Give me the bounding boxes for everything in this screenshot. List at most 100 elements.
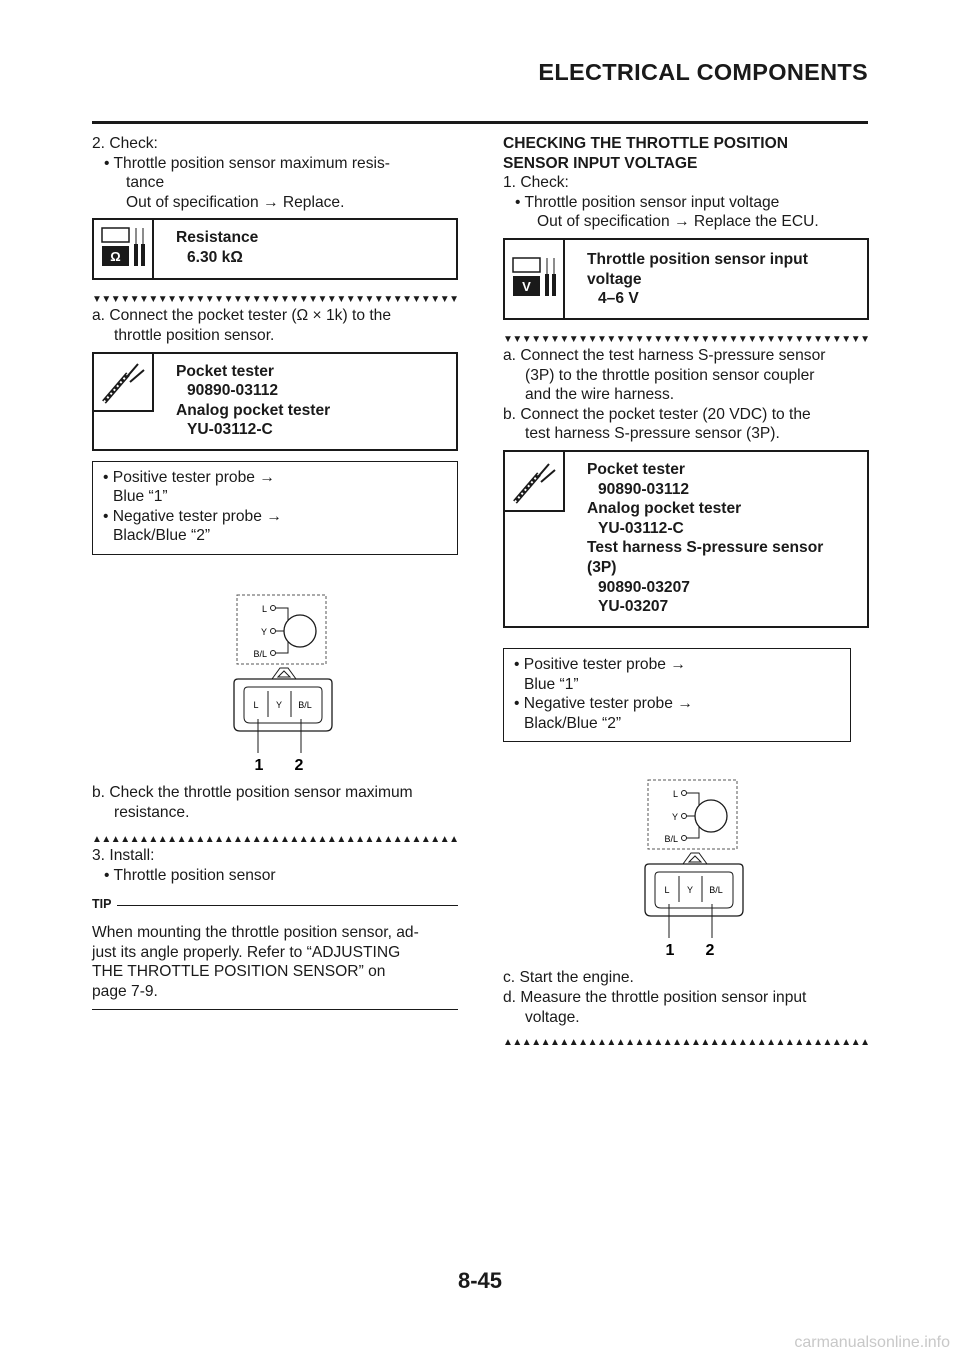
step-c-line1: c. Start the engine. (503, 969, 634, 987)
step-2-bullet-cont: tance (126, 174, 165, 192)
step-label: Check: (520, 174, 569, 192)
spec-value: 4–6 V (598, 290, 639, 308)
step-a-line2: throttle position sensor. (114, 326, 275, 344)
tool-number: YU-03112-C (187, 421, 273, 439)
section-title: CHECKING THE THROTTLE POSITION (503, 135, 789, 152)
header-divider (92, 121, 868, 124)
step-1-bullet: • Throttle position sensor input voltage (515, 193, 780, 211)
svg-text:V: V (522, 279, 531, 294)
step-a-line2: (3P) to the throttle position sensor cou… (525, 366, 815, 384)
tool-box-pocket-tester: Pocket tester 90890-03112 Analog pocket … (92, 351, 458, 451)
spec-label: Resistance (176, 229, 259, 247)
tool-name: Pocket tester (587, 460, 685, 478)
wire-label: L (673, 789, 678, 799)
tool-name: Pocket tester (176, 362, 274, 380)
tool-name: Analog pocket tester (176, 401, 331, 419)
tool-box-pocket-tester: Pocket tester 90890-03112 Analog pocket … (503, 449, 869, 628)
negative-probe: • Negative tester probe → (514, 695, 693, 713)
page-number: 8-45 (457, 1268, 503, 1293)
procedure-start-marker: ▼▼▼▼▼▼▼▼▼▼▼▼▼▼▼▼▼▼▼▼▼▼▼▼▼▼▼▼▼▼▼▼▼▼▼▼▼▼▼▼ (503, 333, 869, 345)
page-header-title: ELECTRICAL COMPONENTS (538, 59, 868, 85)
procedure-end-marker: ▲▲▲▲▲▲▲▲▲▲▲▲▲▲▲▲▲▲▲▲▲▲▲▲▲▲▲▲▲▲▲▲▲▲▲▲▲▲▲▲ (92, 834, 458, 846)
wire-label: L (262, 604, 267, 614)
step-number: 1. (503, 174, 517, 192)
tool-name: Analog pocket tester (587, 500, 742, 518)
negative-probe-color: Black/Blue “2” (113, 527, 211, 545)
section-title: SENSOR INPUT VOLTAGE (503, 154, 698, 172)
step-b-line2: test harness S-pressure sensor (3P). (525, 425, 780, 443)
callout-2: 2 (295, 757, 304, 773)
tool-number: 90890-03112 (598, 480, 690, 498)
tip-text: THE THROTTLE POSITION SENSOR” on (92, 963, 386, 981)
tool-name: Test harness S-pressure sensor (587, 539, 824, 557)
probe-note-box: • Positive tester probe → Blue “1” • Neg… (503, 647, 851, 743)
sensor-coupler-diagram: L Y B/L L Y B/L 1 2 (503, 748, 869, 959)
step-a-line1: a. Connect the test harness S-pressure s… (503, 346, 826, 364)
step-1-action: Out of specification → Replace the ECU. (537, 213, 819, 231)
tool-number: 90890-03207 (598, 578, 690, 596)
spec-label: voltage (587, 270, 642, 288)
tool-number: YU-03112-C (598, 519, 684, 537)
step-label: Check: (109, 135, 158, 152)
multimeter-icon: Ω (94, 220, 154, 279)
wrench-icon (94, 353, 154, 412)
tip-text: When mounting the throttle position sens… (92, 923, 419, 941)
step-2: 2. Check: (92, 134, 458, 154)
positive-probe: • Positive tester probe → (103, 468, 275, 486)
step-d-line2: voltage. (525, 1008, 580, 1026)
tip-heading: TIP (92, 895, 458, 915)
negative-probe: • Negative tester probe → (103, 507, 282, 525)
right-column: CHECKING THE THROTTLE POSITION SENSOR IN… (503, 134, 869, 1049)
tip-label: TIP (92, 897, 112, 912)
wire-label: Y (672, 812, 678, 822)
pin-label: L (253, 700, 258, 710)
watermark: carmanualsonline.info (794, 1334, 950, 1351)
spec-label: Throttle position sensor input (587, 250, 808, 268)
negative-probe-color: Black/Blue “2” (524, 714, 622, 732)
callout-2: 2 (706, 942, 715, 958)
tip-text: page 7-9. (92, 982, 158, 1000)
wrench-icon (505, 451, 565, 512)
procedure-start-marker: ▼▼▼▼▼▼▼▼▼▼▼▼▼▼▼▼▼▼▼▼▼▼▼▼▼▼▼▼▼▼▼▼▼▼▼▼▼▼▼▼ (92, 294, 458, 306)
tool-name-cont: (3P) (587, 558, 617, 576)
step-number: 2. (92, 135, 106, 152)
step-label: Install: (109, 847, 155, 865)
step-2-bullet: • Throttle position sensor maximum resis… (104, 154, 390, 172)
step-a-line3: and the wire harness. (525, 386, 675, 404)
pin-label: B/L (709, 885, 723, 895)
step-3: 3. Install: (92, 846, 458, 866)
tool-number: YU-03207 (598, 598, 669, 616)
step-2-action: Out of specification → Replace. (126, 193, 345, 211)
positive-probe-color: Blue “1” (113, 488, 168, 506)
wire-label: B/L (664, 834, 678, 844)
wire-label: Y (261, 627, 267, 637)
callout-1: 1 (255, 757, 264, 773)
step-3-bullet: • Throttle position sensor (104, 866, 276, 884)
multimeter-icon: V (505, 239, 565, 318)
tip-text: just its angle properly. Refer to “ADJUS… (92, 943, 401, 961)
step-b-line2: resistance. (114, 803, 190, 821)
pin-label: Y (687, 885, 693, 895)
step-b-line1: b. Check the throttle position sensor ma… (92, 783, 413, 801)
left-column: 2. Check: • Throttle position sensor max… (92, 134, 458, 1011)
pin-label: B/L (298, 700, 312, 710)
svg-text:Ω: Ω (110, 249, 120, 264)
step-a-line1: a. Connect the pocket tester (Ω × 1k) to… (92, 307, 391, 325)
probe-note-box: • Positive tester probe → Blue “1” • Neg… (92, 460, 458, 555)
step-number: 3. (92, 847, 106, 865)
tool-number: 90890-03112 (187, 382, 279, 400)
spec-value: 6.30 kΩ (187, 248, 243, 266)
tip-end-rule (92, 1009, 458, 1011)
procedure-end-marker: ▲▲▲▲▲▲▲▲▲▲▲▲▲▲▲▲▲▲▲▲▲▲▲▲▲▲▲▲▲▲▲▲▲▲▲▲▲▲▲▲ (503, 1037, 869, 1049)
spec-box-resistance: Ω Resistance 6.30 kΩ (92, 218, 458, 281)
positive-probe: • Positive tester probe → (514, 655, 686, 673)
step-1: 1. Check: (503, 173, 869, 193)
spec-box-voltage: V Throttle position sensor input voltage… (503, 237, 869, 320)
callout-1: 1 (666, 942, 675, 958)
positive-probe-color: Blue “1” (524, 675, 579, 693)
step-d-line1: d. Measure the throttle position sensor … (503, 988, 807, 1006)
wire-label: B/L (253, 649, 267, 659)
step-b-line1: b. Connect the pocket tester (20 VDC) to… (503, 405, 811, 423)
sensor-coupler-diagram: L Y B/L L Y B/L 1 2 (92, 563, 458, 774)
pin-label: L (664, 885, 669, 895)
